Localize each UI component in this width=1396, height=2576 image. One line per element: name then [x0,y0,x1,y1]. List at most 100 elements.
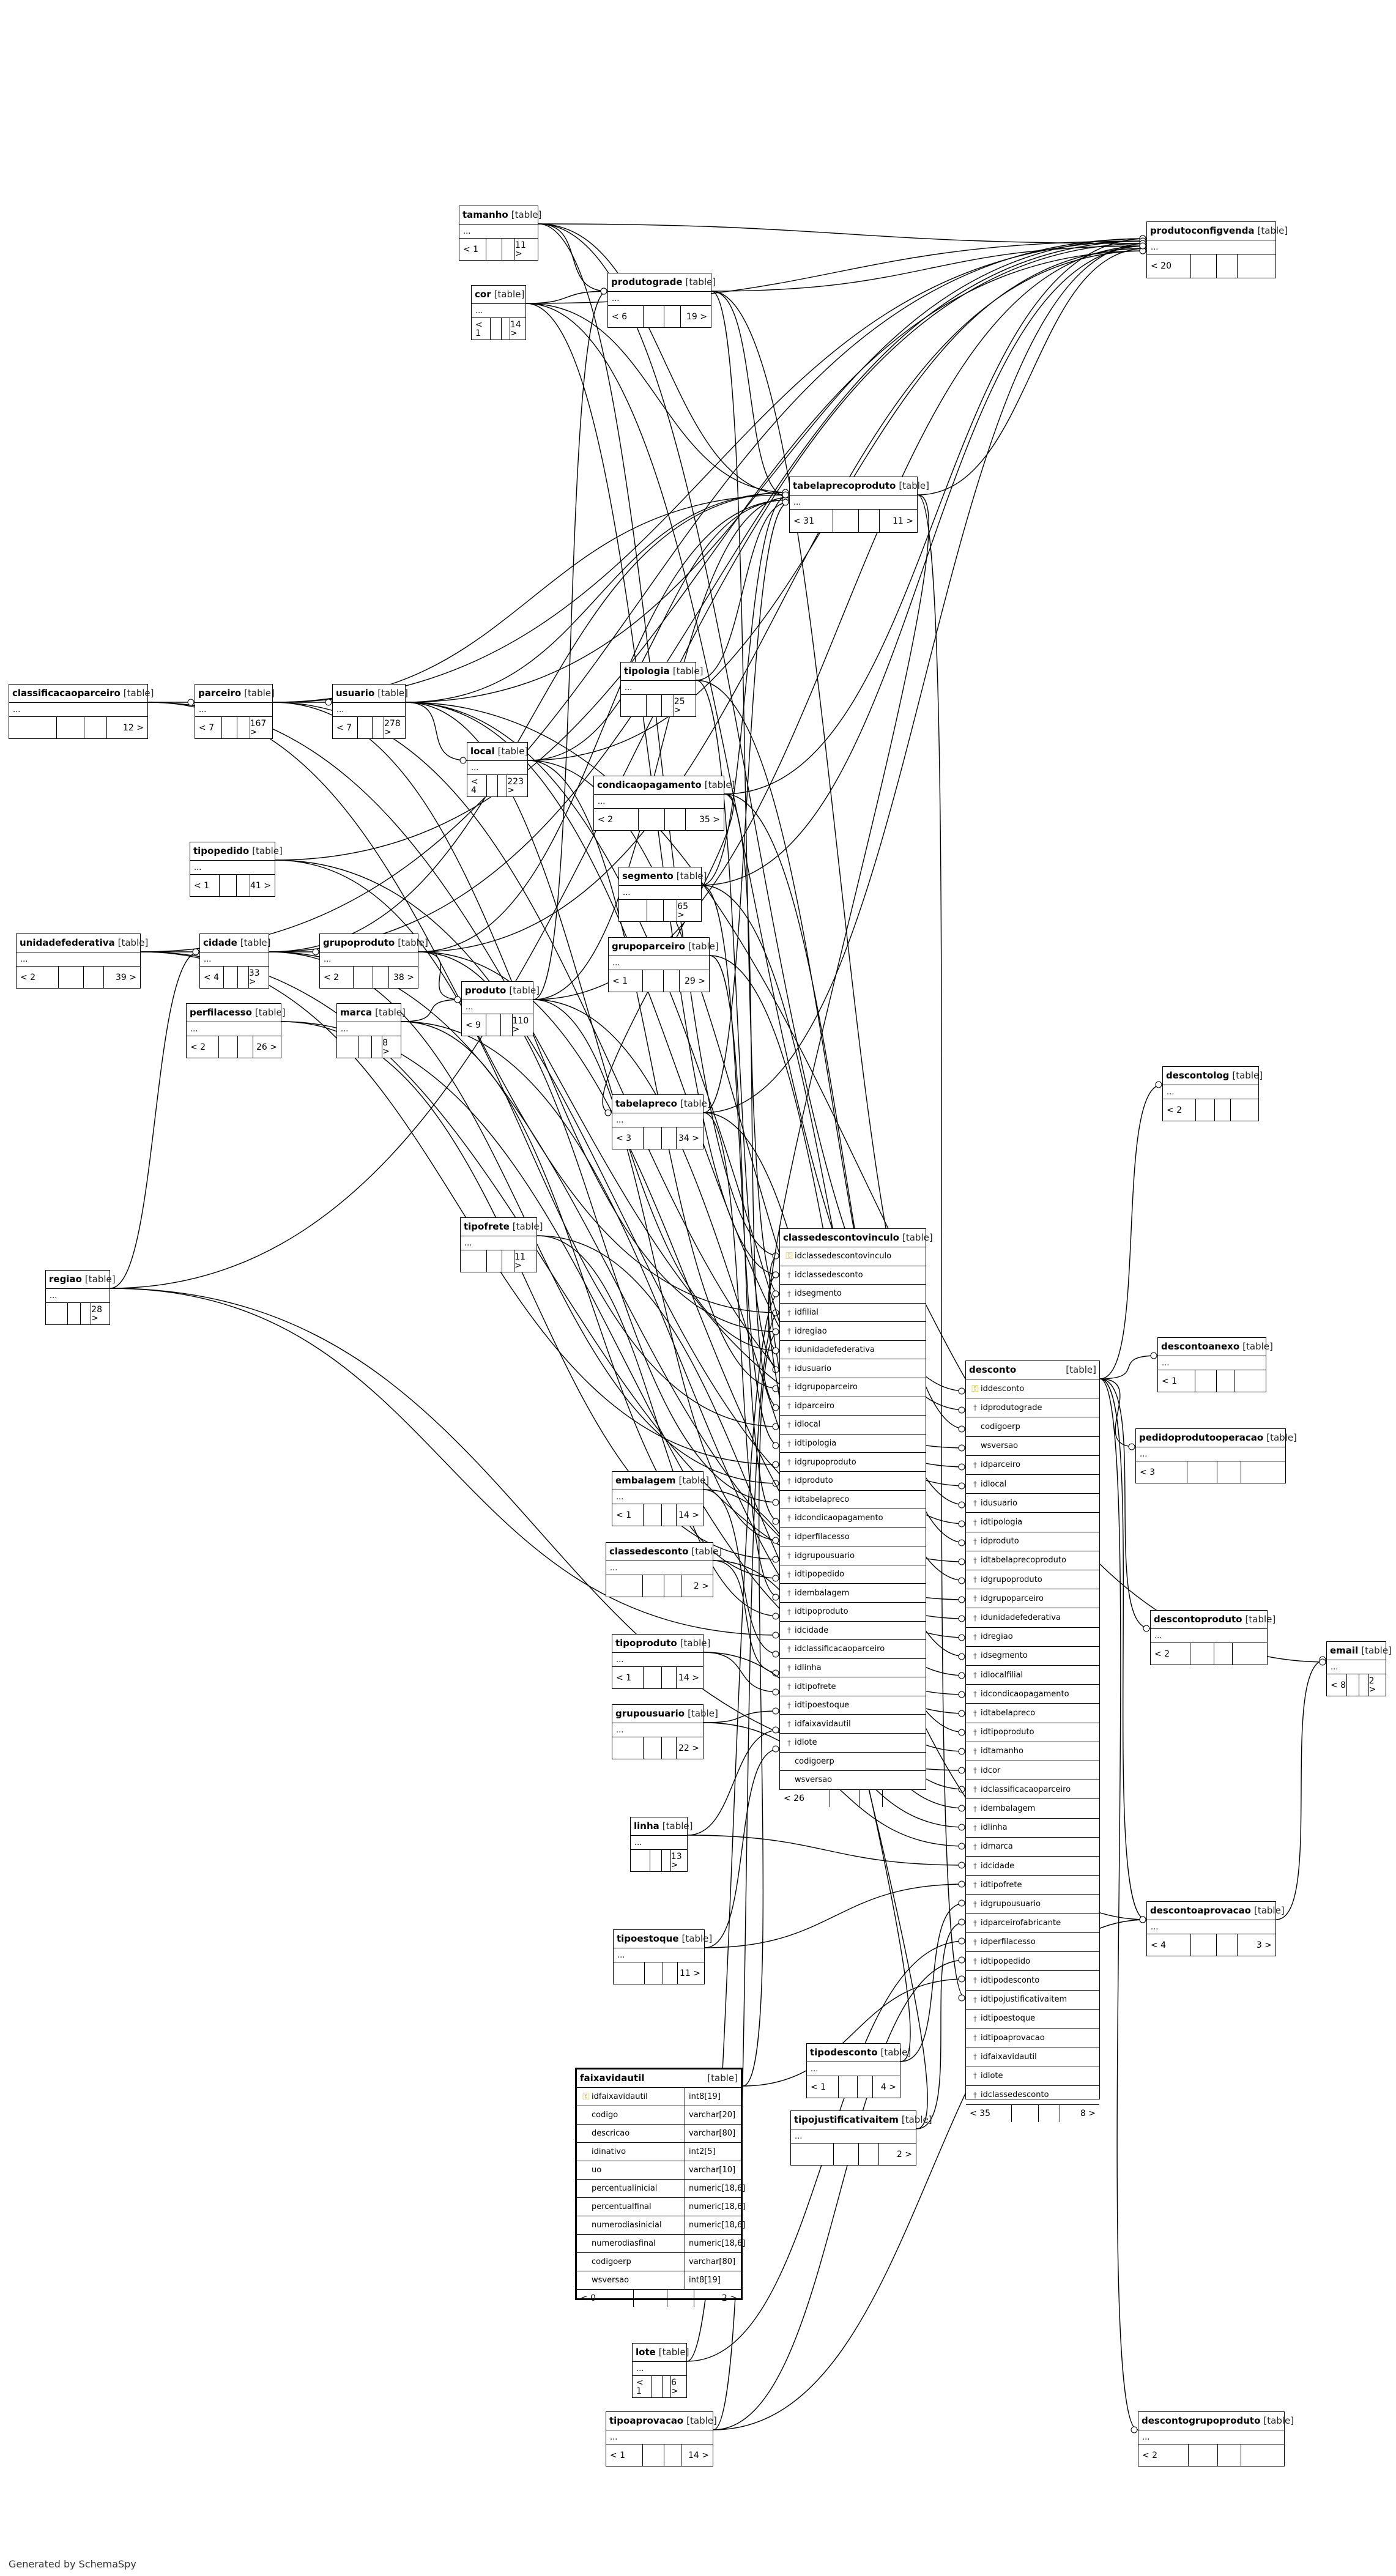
column-row[interactable]: †idtipopedido [966,1952,1099,1972]
table-name[interactable]: tipodesconto [810,2047,878,2058]
child-count[interactable]: 167 > [250,718,267,737]
parent-count[interactable]: < 7 [333,717,358,738]
child-count[interactable]: 2 > [896,2149,912,2159]
child-count[interactable]: 34 > [678,1133,699,1143]
column-row[interactable]: †idcor [966,1761,1099,1781]
column-row[interactable]: †idparceiro [780,1397,926,1416]
column-row[interactable]: †idlocal [780,1416,926,1435]
child-count[interactable] [1231,1099,1258,1121]
table-regiao[interactable]: regiao[table]...28 > [45,1270,116,1325]
column-row[interactable]: †idtipopedido [780,1565,926,1584]
column-row[interactable]: †idunidadefederativa [780,1341,926,1360]
column-row[interactable]: †idgrupoparceiro [966,1589,1099,1609]
child-count[interactable]: 25 > [674,696,685,715]
column-row[interactable]: †idunidadefederativa [966,1608,1099,1628]
column-row[interactable]: †idtabelaprecoproduto [966,1551,1099,1571]
parent-count[interactable]: < 4 [200,967,224,988]
table-descontogrupoproduto[interactable]: descontogrupoproduto[table]...< 2 [1138,2411,1294,2467]
parent-count[interactable] [606,1575,643,1597]
column-row[interactable]: codigoerp [966,1417,1099,1437]
table-tipofrete[interactable]: tipofrete[table]...11 > [460,1217,543,1272]
child-count[interactable]: 41 > [250,880,271,891]
table-name[interactable]: marca [340,1007,373,1018]
column-row[interactable]: †idusuario [780,1359,926,1379]
child-count[interactable] [1238,254,1275,278]
table-tipoestoque[interactable]: tipoestoque[table]...11 > [613,1929,712,1984]
column-row[interactable]: †idcondicaopagamento [780,1509,926,1528]
column-row[interactable]: †idtipofrete [780,1677,926,1696]
column-row[interactable]: †idcondicaopagamento [966,1685,1099,1704]
child-count[interactable] [883,1790,926,1807]
child-count[interactable] [1233,1643,1267,1665]
table-name[interactable]: linha [634,1821,659,1832]
column-row[interactable]: †idtipodesconto [966,1971,1099,1991]
table-name[interactable]: condicaopagamento [597,779,702,790]
column-row[interactable]: †idregiao [780,1322,926,1341]
parent-count[interactable]: < 1 [190,875,220,896]
column-row[interactable]: †idtipoproduto [780,1603,926,1622]
table-name[interactable]: faixavidautil [580,2073,645,2084]
child-count[interactable]: 11 > [680,1968,700,1978]
table-name[interactable]: regiao [49,1274,82,1285]
parent-count[interactable] [619,900,648,921]
child-count[interactable] [1234,1370,1266,1392]
parent-count[interactable]: < 4 [1147,1934,1192,1956]
parent-count[interactable]: < 2 [594,809,639,830]
child-count[interactable] [1241,2444,1284,2466]
table-name[interactable]: tabelapreco [615,1098,677,1109]
parent-count[interactable] [337,1036,360,1058]
column-row[interactable]: †idtipojustificativaitem [966,1991,1099,2010]
table-classedesconto[interactable]: classedesconto[table]...2 > [606,1542,722,1597]
child-count[interactable]: 223 > [507,776,524,795]
column-row[interactable]: †idfaixavidautil [780,1715,926,1734]
column-row[interactable]: ⚿iddesconto [966,1379,1099,1399]
child-count[interactable]: 278 > [384,718,401,737]
column-row[interactable]: †idproduto [780,1472,926,1491]
child-count[interactable]: 12 > [123,722,144,733]
child-count[interactable]: 2 > [721,2293,737,2303]
child-count[interactable]: 11 > [514,1252,525,1271]
column-row[interactable]: †idtamanho [966,1742,1099,1762]
column-row[interactable]: †idtipoproduto [966,1723,1099,1742]
table-name[interactable]: desconto [969,1364,1017,1375]
parent-count[interactable]: < 2 [187,1036,220,1058]
parent-count[interactable]: < 31 [790,510,834,532]
column-row[interactable]: †idtipoestoque [966,2010,1099,2029]
table-name[interactable]: descontolog [1166,1070,1230,1081]
table-tipojustificativaitem[interactable]: tipojustificativaitem[table]...2 > [790,2110,932,2166]
table-name[interactable]: embalagem [615,1475,676,1486]
column-row[interactable]: †idlote [966,2066,1099,2086]
parent-count[interactable] [631,1850,650,1871]
column-row[interactable]: †idlocalfilial [966,1666,1099,1685]
parent-count[interactable]: < 1 [612,1667,644,1688]
table-name[interactable]: descontogrupoproduto [1142,2415,1261,2426]
table-classificacaoparceiro[interactable]: classificacaoparceiro[table]...12 > [9,684,154,739]
parent-count[interactable]: < 3 [612,1127,644,1149]
child-count[interactable]: 14 > [688,2450,709,2460]
column-row[interactable]: wsversao [780,1771,926,1790]
column-row[interactable]: †idtipofrete [966,1876,1099,1895]
table-tipologia[interactable]: tipologia[table]...25 > [620,662,704,717]
column-row[interactable]: †idlinha [780,1659,926,1678]
table-name[interactable]: tipopedido [193,845,250,856]
parent-count[interactable] [614,1962,645,1984]
column-row[interactable]: †idfaixavidautil [966,2047,1099,2067]
parent-count[interactable]: < 20 [1147,254,1192,278]
parent-count[interactable]: < 9 [462,1014,487,1036]
column-row[interactable]: †idclassificacaoparceiro [780,1640,926,1659]
table-name[interactable]: descontoproduto [1154,1614,1242,1625]
table-name[interactable]: tipoproduto [615,1638,677,1649]
parent-count[interactable]: < 1 [609,970,644,992]
